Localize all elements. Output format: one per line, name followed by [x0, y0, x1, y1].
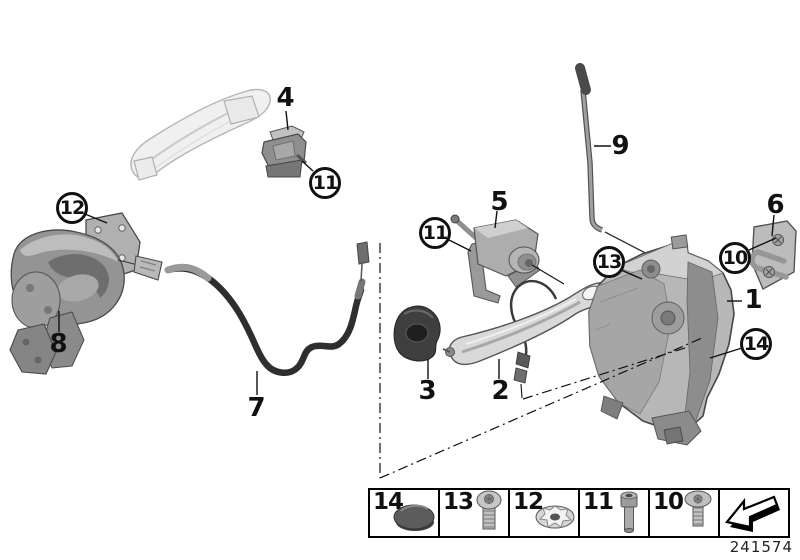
legend-item-14-label: 14 [373, 489, 404, 515]
legend-item-11-label: 11 [583, 489, 614, 515]
legend-item-10[interactable]: 10 [648, 488, 720, 538]
handle-carrier-drawing [450, 214, 541, 304]
front-direction-arrow-icon [725, 495, 780, 532]
door-handle-outline-drawing [130, 88, 271, 181]
callout-circled-10[interactable]: 10 [719, 242, 751, 274]
callout-circled-10-label: 10 [722, 246, 748, 269]
legend-item-12[interactable]: 12 [508, 488, 580, 538]
callout-circled-13[interactable]: 13 [593, 246, 625, 278]
callout-6[interactable]: 6 [766, 190, 784, 220]
callout-circled-11-a[interactable]: 11 [309, 167, 341, 199]
legend-item-12-label: 12 [513, 489, 544, 515]
lock-striker-drawing [749, 220, 797, 290]
lock-actuator-drawing [9, 212, 163, 375]
callout-circled-12[interactable]: 12 [56, 192, 88, 224]
callout-circled-11-b-label: 11 [422, 221, 448, 244]
outer-door-handle-drawing [442, 280, 611, 384]
connecting-rod-drawing [575, 63, 656, 259]
handle-support-drawing [261, 125, 307, 178]
callout-1[interactable]: 1 [744, 285, 762, 315]
cap-plug-icon [393, 504, 435, 531]
legend-item-14[interactable]: 14 [368, 488, 440, 538]
callout-7[interactable]: 7 [247, 393, 265, 423]
callout-9[interactable]: 9 [611, 131, 629, 161]
callout-circled-14[interactable]: 14 [740, 328, 772, 360]
callout-4[interactable]: 4 [276, 83, 294, 113]
countersunk-screw-icon [684, 490, 712, 527]
callout-circled-11-a-label: 11 [312, 171, 338, 194]
callout-circled-11-b[interactable]: 11 [419, 217, 451, 249]
socket-head-bolt-icon [620, 491, 638, 533]
callout-circled-13-label: 13 [596, 250, 622, 273]
bowden-cable-drawing [164, 241, 370, 376]
callout-8[interactable]: 8 [49, 329, 67, 359]
callout-3[interactable]: 3 [418, 376, 436, 406]
legend-direction-box [718, 488, 790, 538]
legend-item-10-label: 10 [653, 489, 684, 515]
reference-dashdot-lines [379, 243, 703, 479]
fastener-legend: 14 13 12 11 [368, 488, 790, 538]
callout-5[interactable]: 5 [490, 187, 508, 217]
callout-2[interactable]: 2 [491, 376, 509, 406]
legend-item-13-label: 13 [443, 489, 474, 515]
legend-item-11[interactable]: 11 [578, 488, 650, 538]
handle-cover-cap-drawing [393, 305, 441, 362]
legend-item-13[interactable]: 13 [438, 488, 510, 538]
callout-circled-14-label: 14 [743, 332, 769, 355]
lock-washer-icon [535, 505, 575, 529]
callout-circled-12-label: 12 [59, 196, 85, 219]
door-lock-drawing [588, 234, 735, 446]
diagram-doc-number: 241574 [729, 538, 793, 556]
leader-lines [58, 110, 777, 399]
pan-head-screw-icon [476, 490, 502, 530]
